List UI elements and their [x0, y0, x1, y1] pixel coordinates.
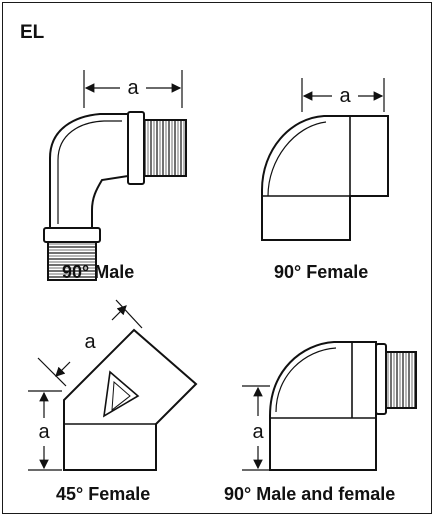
elbow-90-male-female	[242, 341, 417, 471]
caption-90-male: 90° Male	[62, 262, 135, 282]
dim-label-90-male-female: a	[252, 421, 264, 443]
caption-90-male-female: 90° Male and female	[224, 484, 396, 504]
dim-label-45-vertical: a	[38, 421, 50, 443]
caption-90-female: 90° Female	[274, 262, 369, 282]
elbow-45-female	[28, 299, 198, 471]
dim-label-45-diagonal: a	[84, 331, 96, 353]
dim-label-90-male: a	[127, 77, 139, 99]
diagram-title: EL	[20, 22, 45, 43]
caption-45-female: 45° Female	[56, 484, 151, 504]
dim-label-90-female: a	[339, 85, 351, 107]
elbow-90-female	[261, 78, 389, 241]
elbow-90-male	[43, 70, 187, 281]
